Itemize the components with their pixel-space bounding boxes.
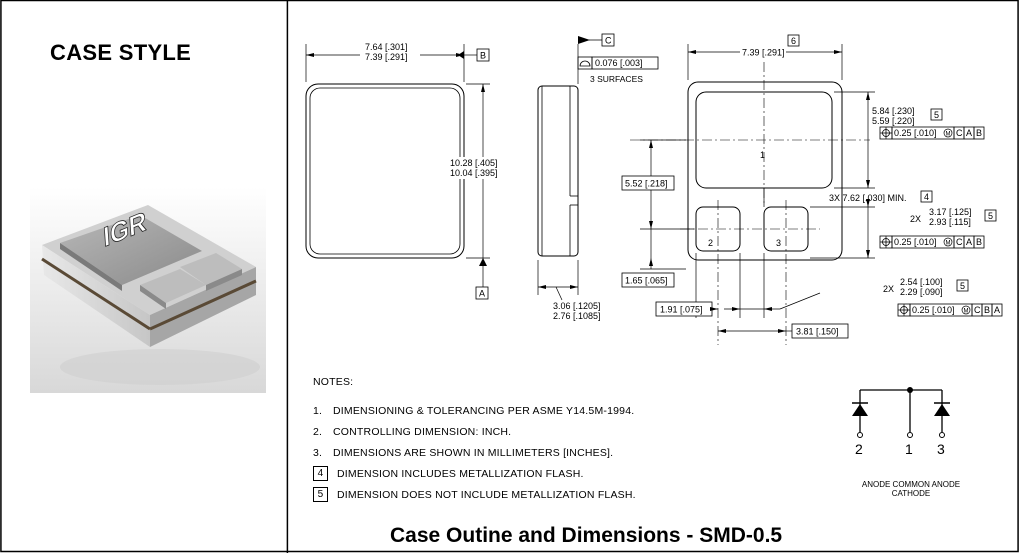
svg-text:C: C bbox=[956, 237, 963, 247]
svg-text:B: B bbox=[976, 237, 982, 247]
pad-label-1: 1 bbox=[760, 150, 765, 160]
dim-pad23-height-max: 3.17 [.125] bbox=[929, 207, 972, 217]
notes-block: NOTES: 1.DIMENSIONING & TOLERANCING PER … bbox=[313, 376, 636, 505]
case-style-title: CASE STYLE bbox=[50, 40, 192, 65]
flatness-surfaces: 3 SURFACES bbox=[590, 74, 643, 84]
svg-text:M: M bbox=[946, 241, 951, 247]
dim-thickness-min: 2.76 [.1085] bbox=[553, 311, 601, 321]
body-front-outline bbox=[305, 83, 465, 259]
schematic-label: ANODE COMMON ANODE CATHODE bbox=[836, 480, 986, 498]
schematic-label-line1: ANODE COMMON ANODE bbox=[861, 480, 961, 489]
flag-pad1-height: 5 bbox=[934, 110, 939, 120]
mechanical-drawing: 7.64 [.301] 7.39 [.291] B 10.28 [.405] 1… bbox=[305, 33, 1003, 345]
svg-text:0.25 [.010]: 0.25 [.010] bbox=[894, 237, 937, 247]
body-bottom-outline bbox=[687, 81, 843, 261]
svg-text:A: A bbox=[966, 237, 972, 247]
dim-pad1-height-max: 5.84 [.230] bbox=[872, 106, 915, 116]
dim-width-top-max: 7.64 [.301] bbox=[365, 42, 408, 52]
dim-width-top-min: 7.39 [.291] bbox=[365, 52, 408, 62]
flag-min-spacing: 4 bbox=[924, 192, 929, 202]
svg-text:C: C bbox=[974, 305, 981, 315]
schematic-label-line2: CATHODE bbox=[891, 489, 931, 498]
package-photo: IGR bbox=[30, 187, 266, 393]
svg-text:0.25 [.010]: 0.25 [.010] bbox=[912, 305, 955, 315]
body-side-outline bbox=[537, 85, 579, 257]
bottom-title: Case Outine and Dimensions - SMD-0.5 bbox=[390, 524, 783, 547]
pin-label-1: 1 bbox=[905, 441, 913, 457]
datum-b: B bbox=[480, 51, 486, 61]
dim-pad-pitch: 3.81 [.150] bbox=[796, 327, 839, 337]
flatness-tolerance: 0.076 [.003] bbox=[595, 58, 643, 68]
svg-text:M: M bbox=[946, 132, 951, 138]
pad-label-2: 2 bbox=[708, 238, 713, 248]
datum-a: A bbox=[479, 289, 485, 299]
dim-thickness-max: 3.06 [.1205] bbox=[553, 301, 601, 311]
svg-text:C: C bbox=[956, 128, 963, 138]
position-tolerance-3: 0.25 [.010] M C B A bbox=[897, 303, 1003, 317]
svg-text:M: M bbox=[964, 309, 969, 315]
flag-pad23-width: 5 bbox=[960, 281, 965, 291]
flag-width-top: 6 bbox=[791, 36, 796, 46]
diode-left-icon bbox=[852, 404, 868, 416]
dim-pad1-height-min: 5.59 [.220] bbox=[872, 116, 915, 126]
pin-label-3: 3 bbox=[937, 441, 945, 457]
svg-text:A: A bbox=[966, 128, 972, 138]
pad-label-3: 3 bbox=[776, 238, 781, 248]
dim-width-pad: 7.39 [.291] bbox=[742, 48, 785, 58]
dim-pad23-width-prefix: 2X bbox=[883, 284, 894, 294]
pin-label-2: 2 bbox=[855, 441, 863, 457]
dim-pad-pos-y: 5.52 [.218] bbox=[625, 179, 668, 189]
note-item-3: 3.DIMENSIONS ARE SHOWN IN MILLIMETERS [I… bbox=[313, 446, 614, 459]
dim-pad-bottom: 1.65 [.065] bbox=[625, 276, 668, 286]
svg-text:0.25 [.010]: 0.25 [.010] bbox=[894, 128, 937, 138]
note-item-2: 2.CONTROLLING DIMENSION: INCH. bbox=[313, 425, 512, 438]
flag-pad23-height: 5 bbox=[988, 211, 993, 221]
svg-text:A: A bbox=[994, 305, 1000, 315]
position-tolerance-1: 0.25 [.010] M C A B bbox=[879, 126, 985, 140]
dim-pad2-x: 1.91 [.075] bbox=[660, 305, 703, 315]
svg-text:B: B bbox=[984, 305, 990, 315]
dim-pad23-width-min: 2.29 [.090] bbox=[900, 287, 943, 297]
position-tolerance-2: 0.25 [.010] M C A B bbox=[879, 235, 985, 249]
diode-right-icon bbox=[934, 404, 950, 416]
dim-height-min: 10.04 [.395] bbox=[450, 168, 498, 178]
pin-schematic: 2 1 3 bbox=[852, 387, 950, 457]
notes-header: NOTES: bbox=[313, 376, 354, 388]
datum-c: C bbox=[605, 36, 612, 46]
dim-min-spacing: 3X 7.62 [.030] MIN. bbox=[829, 193, 907, 203]
dim-pad23-height-min: 2.93 [.115] bbox=[929, 217, 971, 227]
dim-pad23-width-max: 2.54 [.100] bbox=[900, 277, 943, 287]
dim-pad23-height-prefix: 2X bbox=[910, 214, 921, 224]
dim-height-max: 10.28 [.405] bbox=[450, 158, 498, 168]
note-item-1: 1.DIMENSIONING & TOLERANCING PER ASME Y1… bbox=[313, 404, 635, 417]
svg-text:B: B bbox=[976, 128, 982, 138]
